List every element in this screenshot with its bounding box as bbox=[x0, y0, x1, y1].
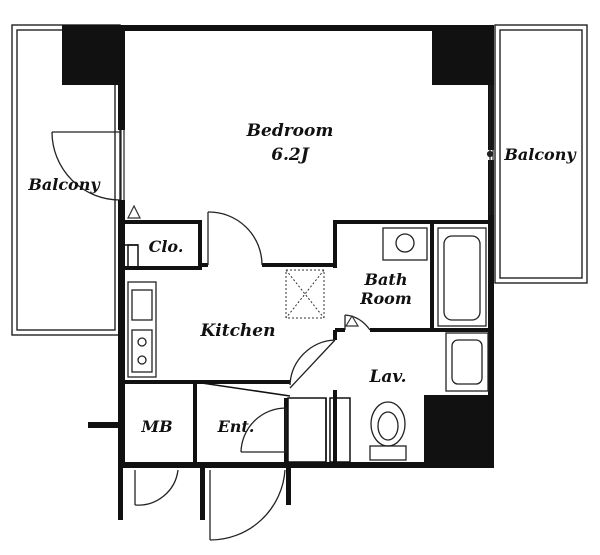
doors bbox=[51, 131, 371, 541]
entrance-label: Ent. bbox=[217, 417, 255, 436]
kitchen-label: Kitchen bbox=[200, 321, 276, 341]
balcony-right bbox=[494, 24, 588, 284]
toilet bbox=[369, 401, 407, 461]
bedroom-size-label: 6.2J bbox=[271, 145, 310, 165]
bath-label-line1: Bath bbox=[364, 270, 408, 289]
walls bbox=[62, 25, 494, 520]
column-top-left bbox=[62, 25, 124, 85]
closet-label: Clo. bbox=[149, 237, 184, 256]
bath-label-line2: Room bbox=[359, 289, 412, 308]
windows bbox=[120, 85, 494, 215]
washing-machine bbox=[382, 227, 428, 261]
column-bottom-right bbox=[424, 395, 494, 468]
lav-sink bbox=[445, 332, 489, 392]
balcony-left-label: Balcony bbox=[27, 175, 101, 194]
partitions bbox=[125, 220, 490, 465]
balcony-right-label: Balcony bbox=[503, 145, 577, 164]
floor-markers bbox=[127, 204, 360, 327]
thin-partitions bbox=[125, 244, 351, 463]
bedroom-label: Bedroom bbox=[246, 121, 334, 141]
bathtub bbox=[437, 227, 487, 327]
kitchen-counter bbox=[127, 281, 157, 378]
lavatory-label: Lav. bbox=[368, 367, 406, 387]
meter-box-label: MB bbox=[140, 417, 172, 436]
column-top-right bbox=[432, 25, 494, 85]
ceiling-hatch bbox=[285, 269, 325, 319]
